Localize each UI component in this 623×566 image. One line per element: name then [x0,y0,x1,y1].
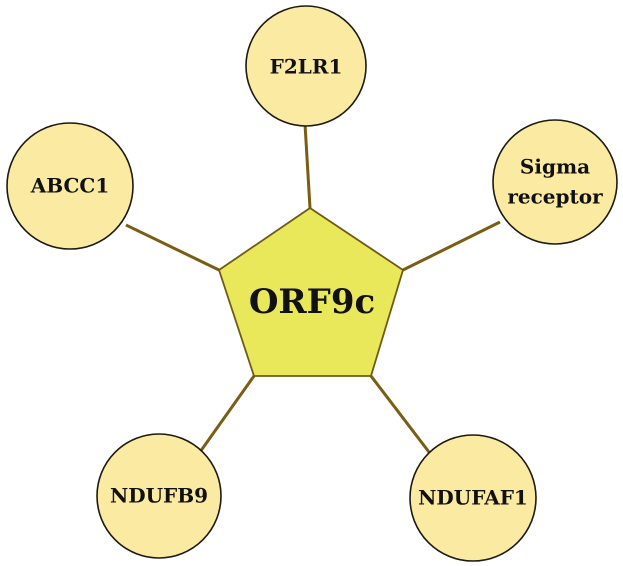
node-label-f2lr1: F2LR1 [270,55,343,79]
node-circle-ndufb9 [96,433,222,559]
hub-pentagon [217,206,405,377]
node-label-sigma-line1: Sigma [520,155,590,179]
node-circle-abcc1 [6,122,134,250]
node-circle-f2lr1 [245,5,367,127]
edge-orf9c-ndufb9 [198,375,256,453]
edge-orf9c-f2lr1 [303,123,312,209]
node-circle-ndufaf1 [409,434,537,562]
edge-orf9c-ndufaf1 [369,375,434,457]
node-label-ndufb9: NDUFB9 [110,484,208,508]
hub-node: ORF9c [217,206,405,377]
node-ndufaf1: NDUFAF1 [409,434,537,562]
node-circle-sigma-receptor [492,119,618,245]
node-label-sigma-line2: receptor [507,185,603,209]
node-label-ndufaf1: NDUFAF1 [418,486,528,510]
node-f2lr1: F2LR1 [245,5,367,127]
node-sigma-receptor: Sigma receptor [492,119,618,245]
node-ndufb9: NDUFB9 [96,433,222,559]
node-label-abcc1: ABCC1 [30,174,110,198]
node-abcc1: ABCC1 [6,122,134,250]
edge-orf9c-abcc1 [125,223,220,272]
hub-label: ORF9c [249,282,375,322]
edge-orf9c-sigma-receptor [402,220,501,272]
edges [125,123,501,457]
